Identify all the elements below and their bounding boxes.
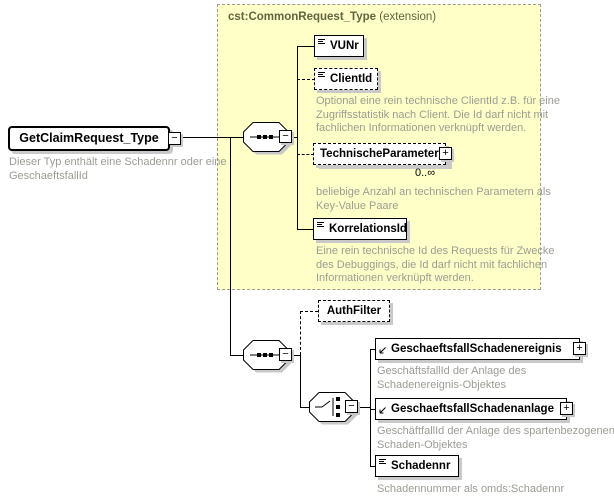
collapse-toggle[interactable]: − (279, 130, 292, 143)
annotation-korrelationsid: Eine rein technische Id des Requests für… (316, 245, 555, 284)
connector-trunk-to-sequence2 (230, 355, 245, 356)
element-ref-icon (379, 347, 386, 354)
connector-to-clientid (297, 79, 315, 80)
element-label: KorrelationsId (329, 223, 407, 235)
element-geschaeftsfallschadenanlage[interactable]: GeschaeftsfallSchadenanlage + (375, 398, 573, 420)
element-geschaeftsfallschadenereignis[interactable]: GeschaeftsfallSchadenereignis + (375, 338, 586, 360)
element-vunr[interactable]: VUNr (314, 35, 364, 57)
element-label: ClientId (330, 73, 373, 85)
element-label: GeschaeftsfallSchadenanlage (391, 403, 554, 415)
extension-title: cst:CommonRequest_Type (extension) (228, 11, 436, 23)
element-label: AuthFilter (326, 305, 382, 317)
connector-to-authfilter (300, 311, 318, 312)
annotation-clientid: Optional eine rein technische ClientId z… (316, 95, 560, 134)
element-korrelationsid[interactable]: KorrelationsId (313, 218, 407, 240)
multiplicity-label: 0..∞ (415, 167, 436, 179)
base-type-name: cst:CommonRequest_Type (228, 11, 377, 23)
element-label: GeschaeftsfallSchadenereignis (391, 343, 562, 355)
connector-trunk-main (230, 137, 231, 355)
connector-seq1-out (293, 137, 298, 138)
element-label: Schadennr (391, 460, 451, 472)
annotation-schadenereignis: GeschäftsfallId der Anlage des Schadener… (377, 365, 527, 391)
connector-seq2-out (293, 355, 301, 356)
expand-toggle[interactable]: + (573, 342, 586, 355)
connector-trunk-seq1 (297, 46, 298, 229)
element-technischeparameter[interactable]: TechnischeParameter + (313, 143, 452, 165)
element-getclaimrequest-type[interactable]: GetClaimRequest_Type (8, 126, 170, 151)
expand-toggle[interactable]: + (560, 402, 573, 415)
element-authfilter[interactable]: AuthFilter (318, 300, 390, 322)
connector-to-schadennr (370, 466, 376, 467)
text-content-icon (379, 459, 386, 464)
element-label: GetClaimRequest_Type (19, 131, 159, 145)
collapse-toggle[interactable]: − (279, 348, 292, 361)
element-label: VUNr (330, 40, 359, 52)
collapse-toggle[interactable]: − (345, 400, 358, 413)
element-label: TechnischeParameter (320, 148, 439, 160)
annotation-root: Dieser Typ enthält eine Schadennr oder e… (9, 156, 227, 182)
collapse-toggle[interactable]: − (168, 132, 181, 145)
base-type-qualifier: (extension) (376, 11, 437, 23)
connector-root-to-sequence (167, 137, 245, 138)
connector-to-technischeparameter (297, 154, 314, 155)
annotation-schadennr: Schadennummer als omds:Schadennr (377, 483, 565, 495)
connector-to-schadenereignis (370, 349, 376, 350)
text-content-icon (318, 72, 325, 77)
connector-choice-out (358, 407, 370, 408)
connector-to-choice (300, 407, 310, 408)
text-content-icon (318, 39, 325, 44)
connector-trunk-authfilter (300, 311, 301, 355)
annotation-technischeparameter: beliebige Anzahl an technischen Paramete… (316, 186, 551, 212)
connector-to-vunr (297, 46, 315, 47)
connector-trunk-to-choice (300, 355, 301, 407)
element-ref-icon (379, 407, 386, 414)
expand-toggle[interactable]: + (439, 147, 452, 160)
connector-trunk-choice (370, 349, 371, 466)
connector-to-schadenanlage (370, 409, 376, 410)
element-clientid[interactable]: ClientId (314, 68, 378, 90)
text-content-icon (317, 222, 324, 227)
annotation-schadenanlage: GeschäftfallId der Anlage des spartenbez… (377, 425, 614, 451)
element-schadennr[interactable]: Schadennr (375, 455, 459, 477)
connector-to-korrelationsid (297, 229, 314, 230)
